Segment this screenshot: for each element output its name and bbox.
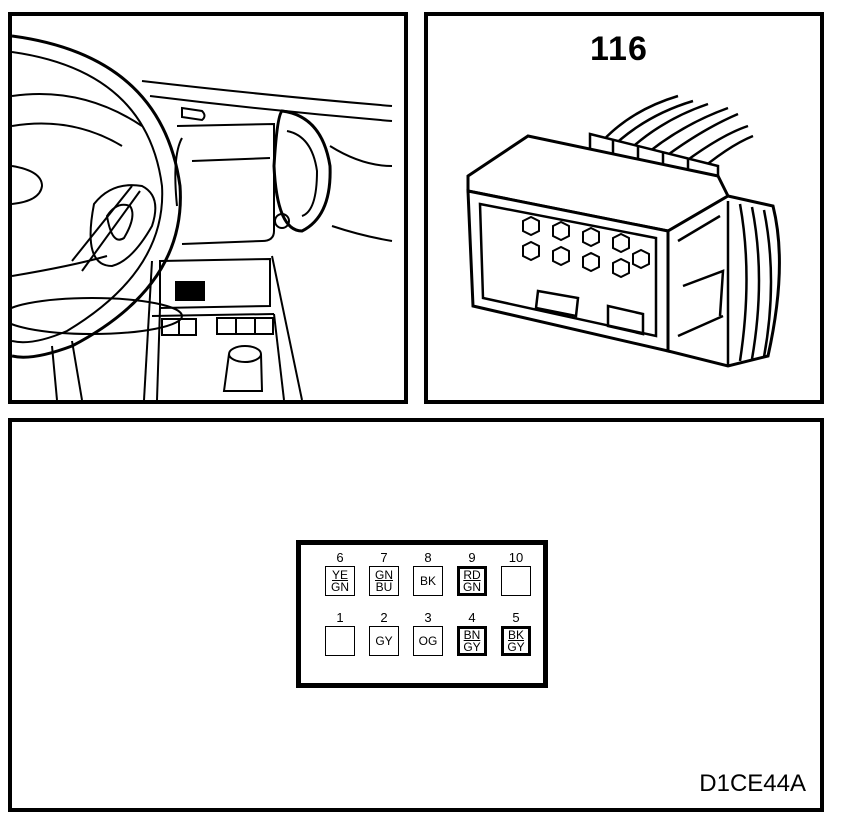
figure-code: D1CE44A [699,770,806,797]
wire-color-code: BK [507,628,524,642]
pin-wire-color: BN GY [457,626,487,656]
pin-number: 5 [512,610,520,625]
pin-10: 10 [499,551,533,596]
wire-color-code: GY [375,634,393,648]
pin-wire-color: BK [413,566,443,596]
wire-color-code: OG [418,634,438,648]
pin-4: 4 BN GY [455,611,489,656]
pin-number: 8 [424,550,432,565]
pin-number: 3 [424,610,432,625]
pin-number: 7 [380,550,388,565]
pin-number: 4 [468,610,476,625]
pin-wire-color: GN BU [369,566,399,596]
pin-wire-color: YE GN [325,566,355,596]
pin-number: 6 [336,550,344,565]
wire-color-code: GN [331,580,349,594]
wire-color-code: RD [463,568,481,582]
pin-number: 2 [380,610,388,625]
connector-illustration [466,94,781,368]
pin-wire-color: RD GN [457,566,487,596]
wire-color-code: GY [507,640,525,654]
pin-wire-color: BK GY [501,626,531,656]
connector-number: 116 [590,30,648,68]
pin-number: 1 [336,610,344,625]
pin-8: 8 BK [411,551,445,596]
wire-color-code: YE [331,568,348,582]
wire-color-code: GN [463,580,481,594]
pin-number: 10 [508,550,524,565]
pin-2: 2 GY [367,611,401,656]
wire-color-code: BN [463,628,481,642]
pin-wire-color: GY [369,626,399,656]
wire-color-code: BK [419,574,436,588]
pin-7: 7 GN BU [367,551,401,596]
pin-wire-color [325,626,355,656]
dashboard-location-panel [8,12,408,404]
pin-9: 9 RD GN [455,551,489,596]
wire-color-code: GY [463,640,481,654]
pin-3: 3 OG [411,611,445,656]
connector-pinout: 6 YE GN 7 GN BU 8 BK 9 RD GN [296,540,548,688]
pin-wire-color: OG [413,626,443,656]
wire-color-code: GN [375,568,393,582]
wire-color-code: BU [375,580,393,594]
pin-1: 1 [323,611,357,656]
pin-5: 5 BK GY [499,611,533,656]
dashboard-illustration [12,34,393,400]
connector-view-panel: 116 [424,12,824,404]
pinout-panel: 6 YE GN 7 GN BU 8 BK 9 RD GN [8,418,824,812]
pin-wire-color [501,566,531,596]
pin-6: 6 YE GN [323,551,357,596]
pin-number: 9 [468,550,476,565]
